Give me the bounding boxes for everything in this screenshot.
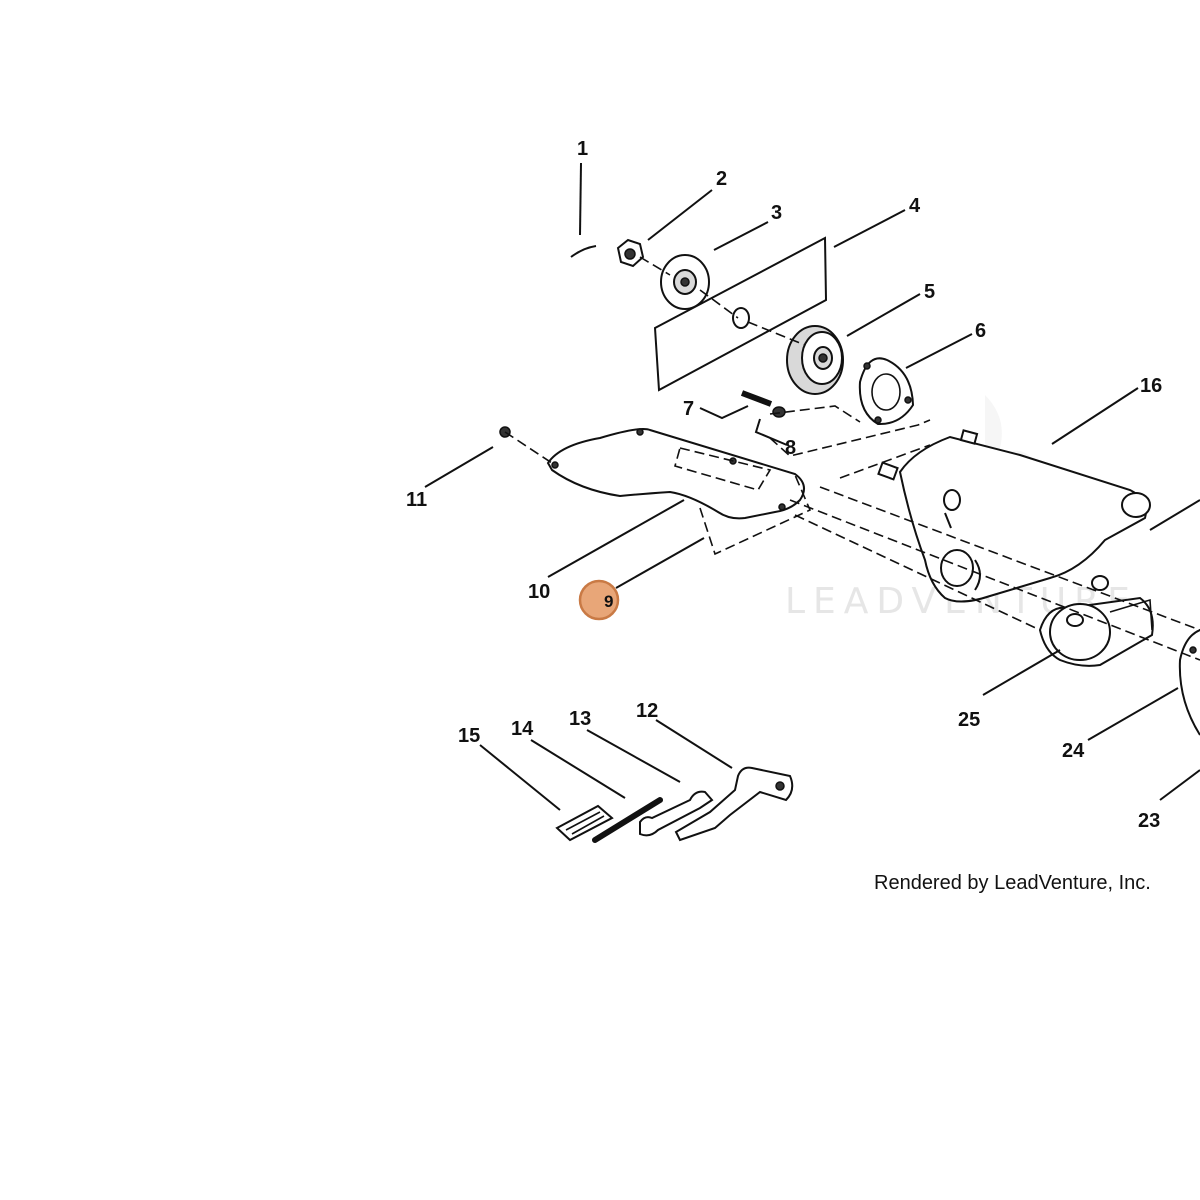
callout-13[interactable]: 13 bbox=[569, 708, 591, 730]
part-pulley bbox=[786, 325, 844, 395]
callout-1[interactable]: 1 bbox=[577, 138, 588, 160]
part-case-cover bbox=[1178, 629, 1200, 736]
callout-15[interactable]: 15 bbox=[458, 725, 480, 747]
callout-2[interactable]: 2 bbox=[716, 168, 727, 190]
part-housing bbox=[1038, 596, 1154, 667]
callout-highlight-marker[interactable] bbox=[578, 579, 620, 621]
callout-10[interactable]: 10 bbox=[528, 581, 550, 603]
part-hub-washer bbox=[660, 254, 710, 310]
callout-23[interactable]: 23 bbox=[1138, 810, 1160, 832]
callout-labels: 1 2 3 4 5 6 7 8 9 10 11 12 13 14 15 16 2… bbox=[406, 138, 1162, 832]
part-tools bbox=[555, 766, 794, 843]
callout-14[interactable]: 14 bbox=[511, 718, 534, 740]
callout-8[interactable]: 8 bbox=[785, 437, 796, 459]
callout-4[interactable]: 4 bbox=[909, 195, 921, 217]
callout-16[interactable]: 16 bbox=[1140, 375, 1162, 397]
part-nut bbox=[616, 238, 645, 268]
render-credit: Rendered by LeadVenture, Inc. bbox=[874, 872, 1151, 894]
part-belt-guard bbox=[546, 428, 805, 520]
callout-7[interactable]: 7 bbox=[683, 398, 694, 420]
callout-24[interactable]: 24 bbox=[1062, 740, 1085, 762]
assembly-lines bbox=[504, 256, 1200, 661]
callout-9[interactable]: 9 bbox=[604, 592, 613, 611]
part-bolt bbox=[740, 390, 786, 418]
callout-5[interactable]: 5 bbox=[924, 281, 935, 303]
callout-11[interactable]: 11 bbox=[406, 489, 427, 511]
part-plate bbox=[653, 236, 828, 392]
callout-25[interactable]: 25 bbox=[958, 709, 980, 731]
part-pin bbox=[570, 245, 597, 258]
leader-lines bbox=[424, 162, 1200, 811]
callout-3[interactable]: 3 bbox=[771, 202, 782, 224]
part-flange bbox=[858, 357, 915, 426]
part-chain-case bbox=[877, 429, 1151, 603]
callout-6[interactable]: 6 bbox=[975, 320, 986, 342]
callout-12[interactable]: 12 bbox=[636, 700, 658, 722]
